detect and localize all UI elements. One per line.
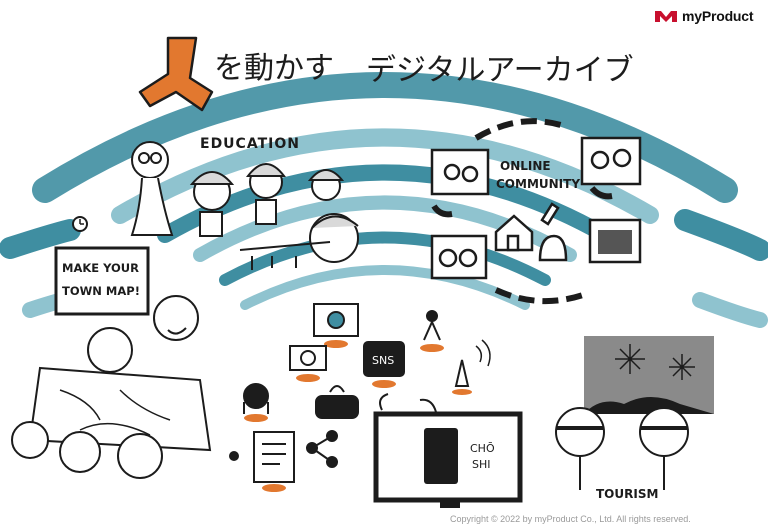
choshi-sauce-bottle xyxy=(424,428,458,484)
taiko-drum-icon xyxy=(243,383,269,422)
student-1 xyxy=(189,171,235,237)
education-group: EDUCATION xyxy=(130,136,359,270)
online-community-group: ONLINE COMMUNITY xyxy=(430,118,642,305)
house-icon xyxy=(494,214,534,252)
ghost-mascot-icon xyxy=(538,234,568,262)
make-map-line-1: MAKE YOUR xyxy=(62,261,139,275)
fireworks-icon xyxy=(615,344,695,380)
online-label-line-2: COMMUNITY xyxy=(496,177,580,191)
copyright-text: Copyright © 2022 by myProduct Co., Ltd. … xyxy=(450,514,691,524)
tourism-label: TOURISM xyxy=(596,487,658,501)
document-icon xyxy=(253,431,295,492)
tourists xyxy=(555,407,689,490)
choshi-line-1: CHŌ xyxy=(470,442,495,455)
online-label-line-1: ONLINE xyxy=(500,159,551,173)
media-icons: SNS xyxy=(229,303,491,492)
sns-label: SNS xyxy=(372,354,394,367)
tv-group: CHŌ SHI xyxy=(373,393,523,508)
title-katakana: デジタルアーカイブ xyxy=(366,53,634,88)
education-label: EDUCATION xyxy=(200,136,300,152)
myproduct-mark-icon xyxy=(655,11,677,22)
choshi-line-2: SHI xyxy=(472,458,491,471)
vr-headset-icon xyxy=(315,385,359,419)
title-kanji-badge xyxy=(138,36,214,112)
town-map-board: MAKE YOUR TOWN MAP! xyxy=(54,216,150,316)
share-icon xyxy=(306,430,338,468)
student-2 xyxy=(245,163,287,225)
brand-name: myProduct xyxy=(682,8,754,24)
performer-icon xyxy=(420,310,444,352)
video-call-screen-2 xyxy=(580,136,642,186)
myproduct-logo: myProduct xyxy=(654,6,754,26)
workshop-group xyxy=(11,295,212,479)
bottle-icon xyxy=(540,202,560,226)
film-reel-icon xyxy=(313,303,359,348)
sns-bubble-icon: SNS xyxy=(363,341,405,388)
camera-icon xyxy=(289,345,327,382)
student-at-desk xyxy=(239,213,359,270)
student-3 xyxy=(307,169,345,201)
title-text: を動かす xyxy=(214,51,334,86)
tourism-group: TOURISM xyxy=(555,336,714,501)
title-group: を動かす デジタルアーカイブ xyxy=(138,36,634,112)
signal-tower-icon xyxy=(452,339,491,395)
make-map-line-2: TOWN MAP! xyxy=(62,284,140,298)
